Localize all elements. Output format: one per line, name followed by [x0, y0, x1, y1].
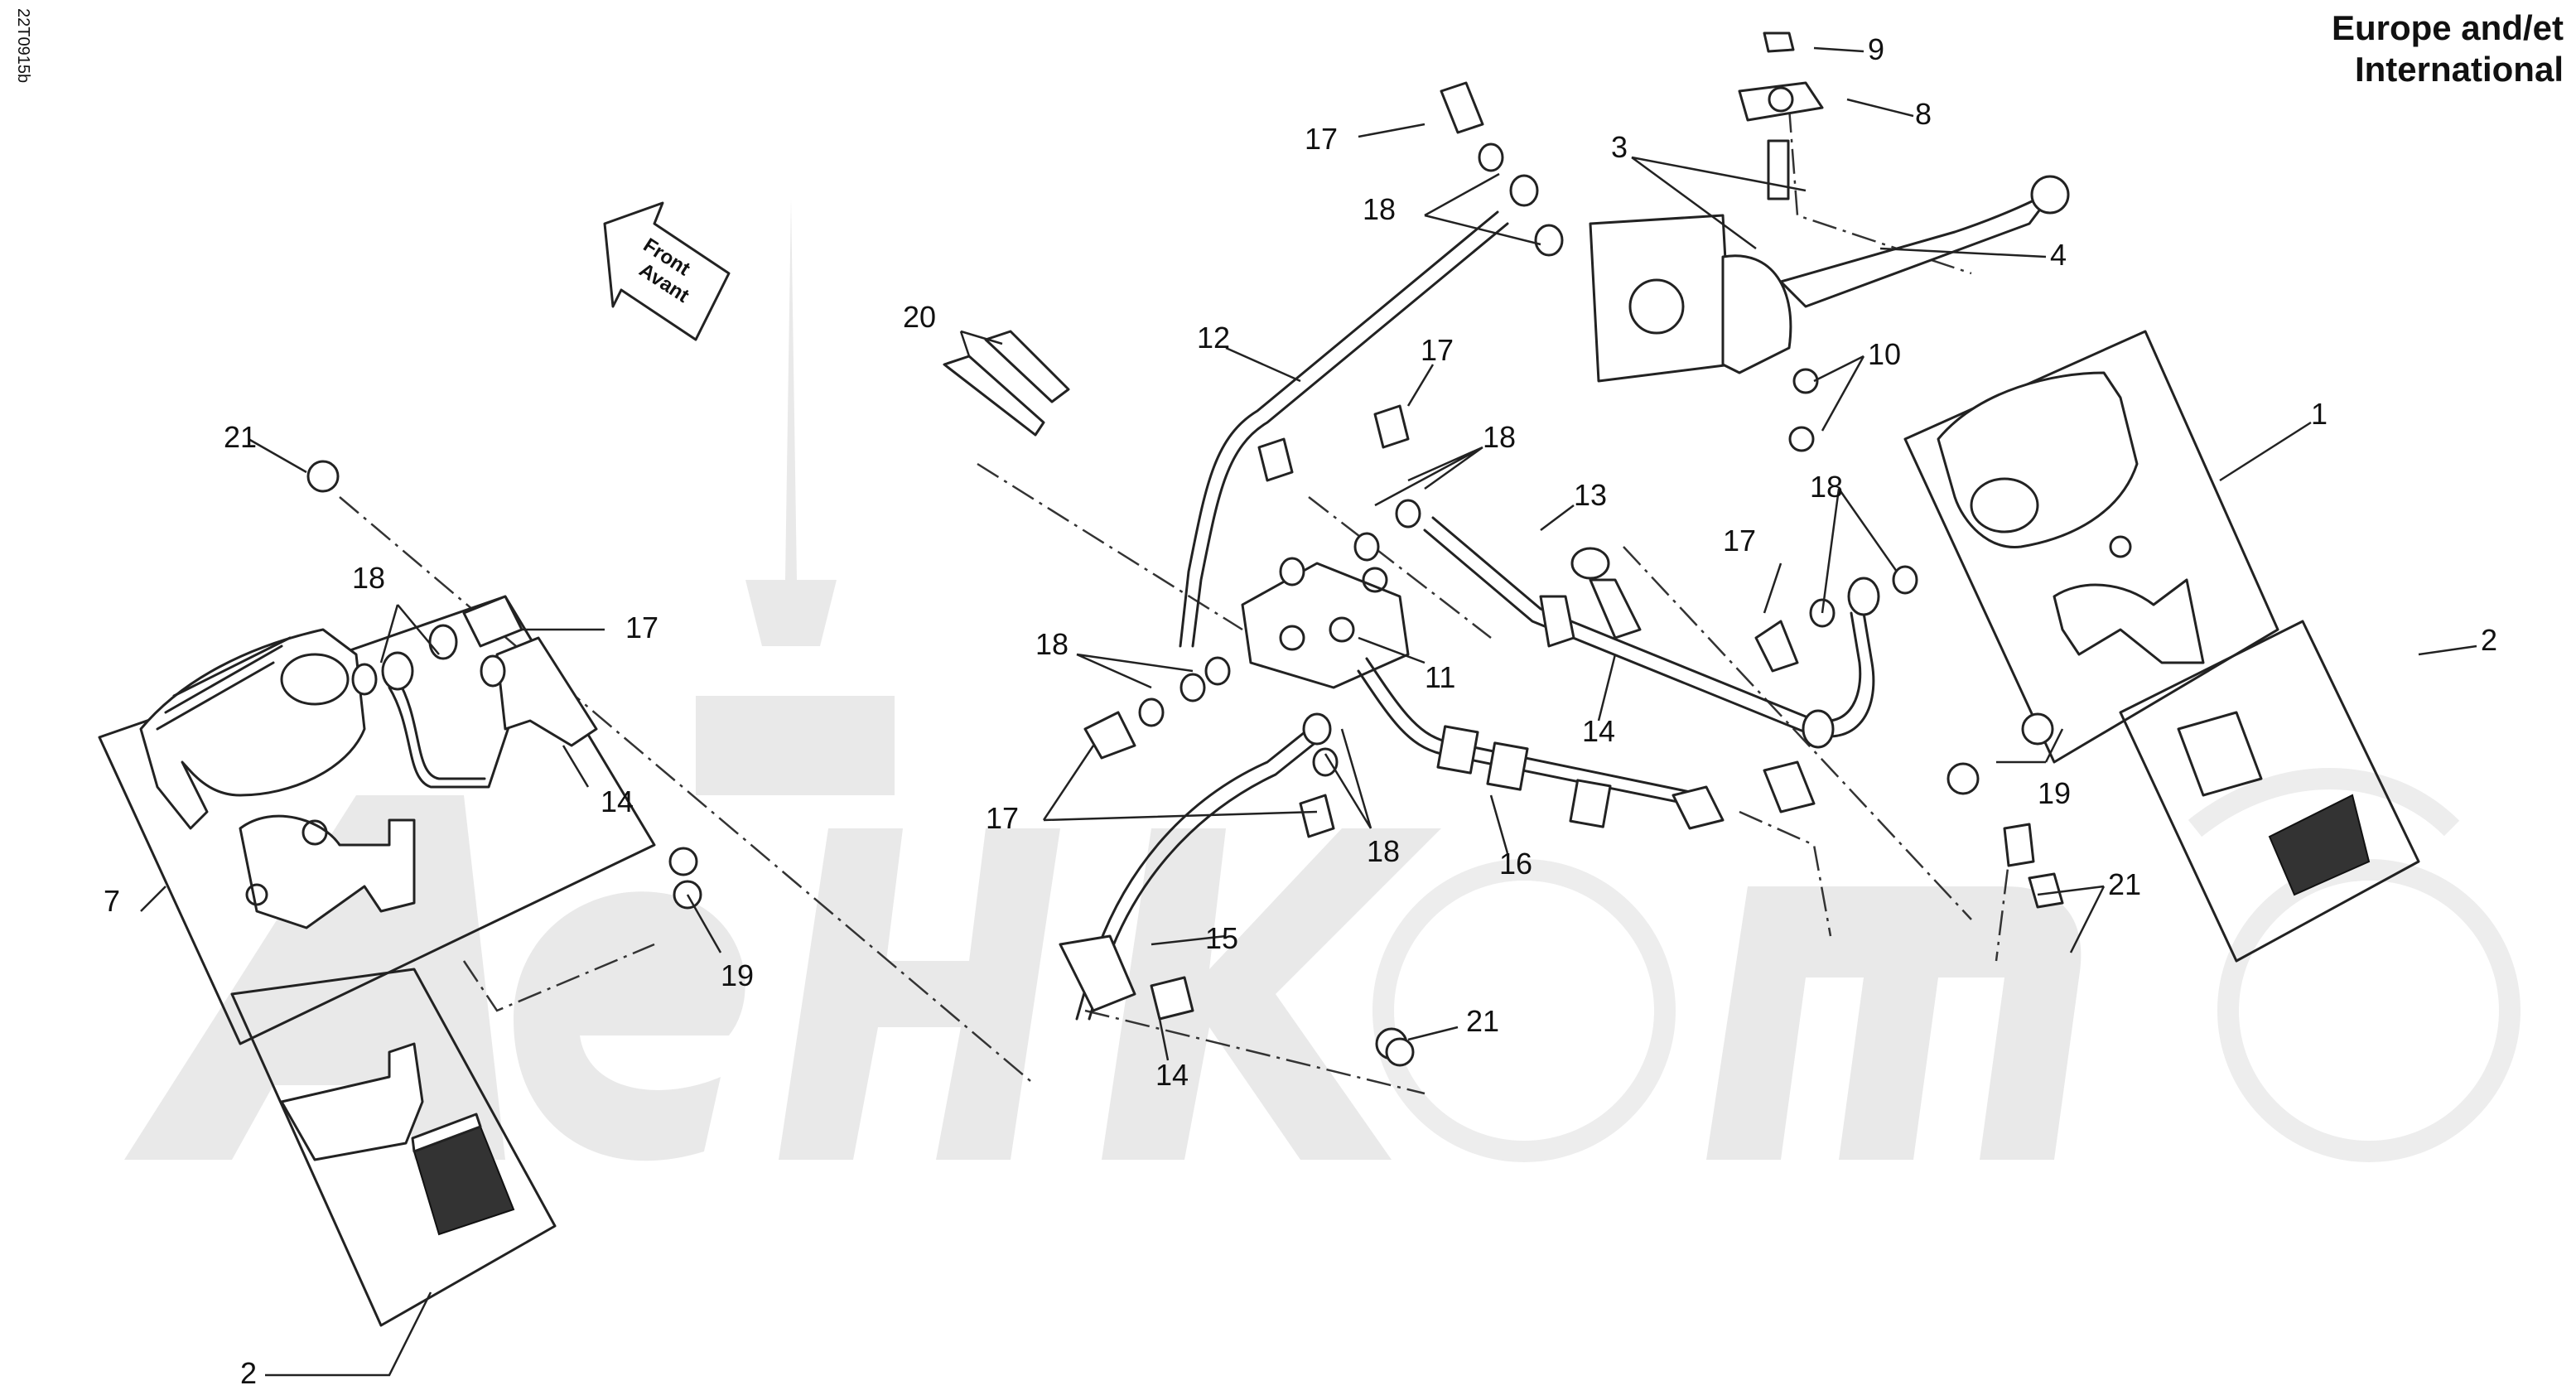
callout-3: 3	[1611, 130, 1628, 164]
callout-18-mid-left: 18	[1035, 627, 1069, 661]
master-cylinder-reservoir	[1589, 214, 1733, 383]
callout-21-right: 21	[2108, 867, 2141, 901]
callout-15: 15	[1205, 921, 1238, 955]
callout-12: 12	[1197, 321, 1230, 355]
callout-8: 8	[1915, 97, 1932, 131]
callout-14-left: 14	[601, 784, 634, 818]
right-pad-plate	[2177, 711, 2263, 797]
front-direction-arrow: Front Avant	[603, 201, 731, 341]
upper-hose	[1179, 81, 1564, 648]
callout-14-middle: 14	[1582, 714, 1615, 748]
brake-lever	[1779, 189, 2056, 308]
callout-7: 7	[104, 884, 120, 918]
callout-17-upper-mid: 17	[1421, 333, 1454, 367]
nut-9	[1763, 31, 1795, 53]
region-title-line-2: International	[2355, 50, 2564, 89]
callout-18-right: 18	[1810, 470, 1843, 504]
right-caliper-box	[1903, 330, 2279, 764]
right-hose-13	[1423, 516, 1918, 813]
callout-11: 11	[1425, 660, 1455, 694]
caliper-ribs	[156, 636, 292, 731]
callout-18-top: 18	[1363, 192, 1396, 226]
callout-1: 1	[2311, 397, 2328, 431]
callout-19-right: 19	[2038, 776, 2071, 810]
bleeder-screw-left	[306, 460, 340, 493]
right-caliper-body	[1937, 371, 2139, 548]
callout-17-lower: 17	[986, 801, 1019, 835]
callout-21-left: 21	[224, 420, 257, 454]
callout-17-left: 17	[625, 611, 658, 644]
banjo-bolts	[943, 330, 1070, 437]
rear-hose-16	[1357, 657, 1725, 830]
callout-13: 13	[1574, 478, 1607, 512]
left-caliper-bracket	[239, 814, 416, 929]
callout-leaders	[140, 46, 2477, 1377]
callout-18-lower: 18	[1367, 834, 1400, 868]
left-caliper-assembly	[98, 595, 656, 1327]
right-brake-pad	[2268, 794, 2371, 896]
callout-16: 16	[1499, 847, 1532, 881]
right-caliper-assembly	[1385, 330, 2420, 1067]
callout-9: 9	[1868, 32, 1884, 66]
callout-labels: 1 2 2 3 4 7 8 9 10 11 12 13 14 14 14 15 …	[104, 32, 2497, 1390]
callout-20: 20	[903, 300, 936, 334]
callout-2-left: 2	[240, 1356, 257, 1390]
callout-17-right: 17	[1723, 524, 1756, 558]
right-pad-box	[2119, 620, 2420, 963]
left-caliper-box	[98, 595, 656, 1045]
callout-19-left: 19	[721, 958, 754, 992]
callout-17-top: 17	[1305, 122, 1338, 156]
right-caliper-bracket	[2053, 578, 2205, 664]
callout-18-left: 18	[352, 561, 385, 595]
brake-distribution-block	[1083, 404, 1421, 760]
left-pad-plate	[280, 1042, 424, 1161]
callout-10: 10	[1868, 337, 1901, 371]
region-title-line-1: Europe and/et	[2332, 8, 2564, 47]
left-brake-line	[306, 460, 702, 910]
left-pad-box	[230, 968, 557, 1327]
master-cylinder-assembly	[1589, 31, 2070, 452]
callout-21-lower: 21	[1466, 1004, 1499, 1038]
drawing-code: 22T0915b	[14, 8, 32, 83]
callout-18-upper-mid: 18	[1483, 420, 1516, 454]
callout-4: 4	[2050, 238, 2067, 272]
lever-bracket	[1738, 81, 1824, 122]
callout-2-right: 2	[2481, 623, 2497, 657]
callout-14-lower: 14	[1155, 1058, 1189, 1092]
